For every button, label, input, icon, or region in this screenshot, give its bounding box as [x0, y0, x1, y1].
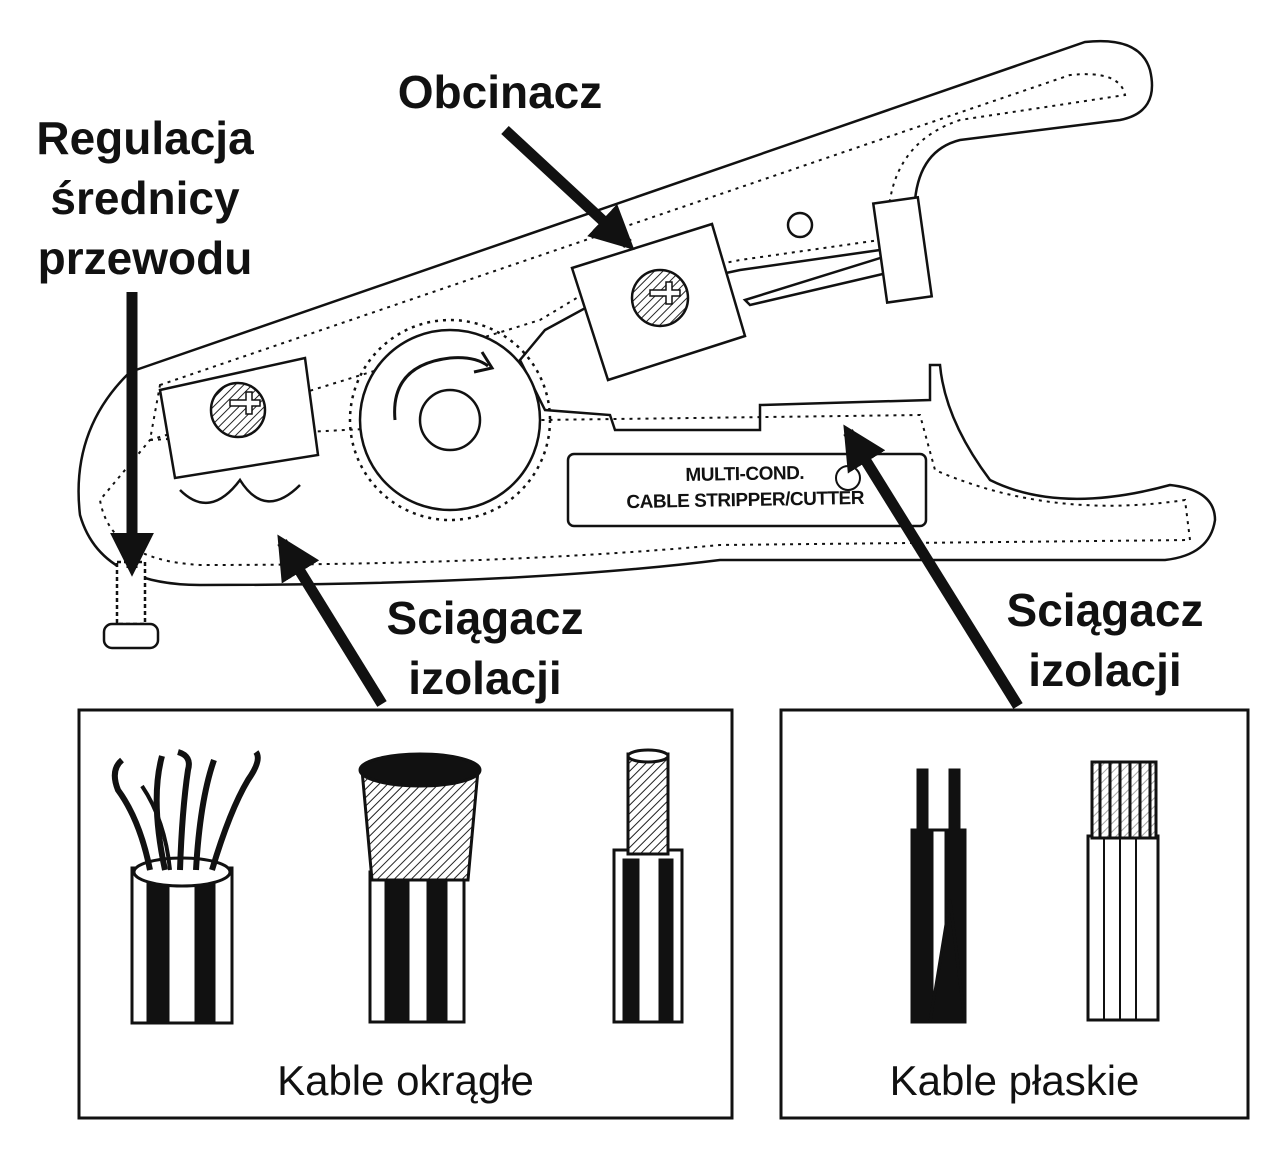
caption-round-cables: Kable okrągłe [277, 1057, 534, 1104]
round-cable-1-illustration [111, 749, 261, 1025]
label-stripper-left-line-1: Sciągacz [386, 592, 584, 644]
label-regulation-line-2: średnicy [50, 172, 240, 224]
round-cable-2-illustration [358, 752, 482, 1024]
flat-cable-2-illustration [1086, 760, 1160, 1022]
label-regulation-line-3: przewodu [37, 232, 253, 284]
caption-flat-cables: Kable płaskie [889, 1057, 1140, 1104]
cutter-blade [570, 195, 934, 382]
label-stripper-left: Sciągacz izolacji [355, 588, 615, 708]
pointer-arrows [110, 125, 1023, 709]
tool-text-plate [566, 452, 928, 528]
label-stripper-right-line-1: Sciągacz [1006, 584, 1204, 636]
label-cutter: Obcinacz [370, 62, 630, 122]
rotation-wheel [348, 318, 552, 522]
label-cutter-text: Obcinacz [397, 66, 603, 118]
flat-cables-box [779, 708, 1250, 1120]
arrow-cutter [501, 125, 635, 250]
stripper-tool-body [77, 39, 1217, 587]
round-cables-box [77, 708, 734, 1120]
label-stripper-right: Sciągacz izolacji [975, 580, 1235, 700]
arrow-stripper-left [277, 534, 387, 707]
label-stripper-right-line-2: izolacji [1028, 644, 1182, 696]
round-cable-3-illustration [612, 748, 684, 1024]
arrow-stripper-right [843, 424, 1023, 709]
label-stripper-left-line-2: izolacji [408, 652, 562, 704]
left-stripper-blade [158, 356, 320, 505]
tool-printed-text: MULTI-COND. CABLE STRIPPER/CUTTER [580, 459, 911, 517]
label-diameter-regulation: Regulacja średnicy przewodu [20, 108, 270, 288]
flat-cable-1-illustration [910, 768, 967, 1024]
label-regulation-line-1: Regulacja [36, 112, 254, 164]
